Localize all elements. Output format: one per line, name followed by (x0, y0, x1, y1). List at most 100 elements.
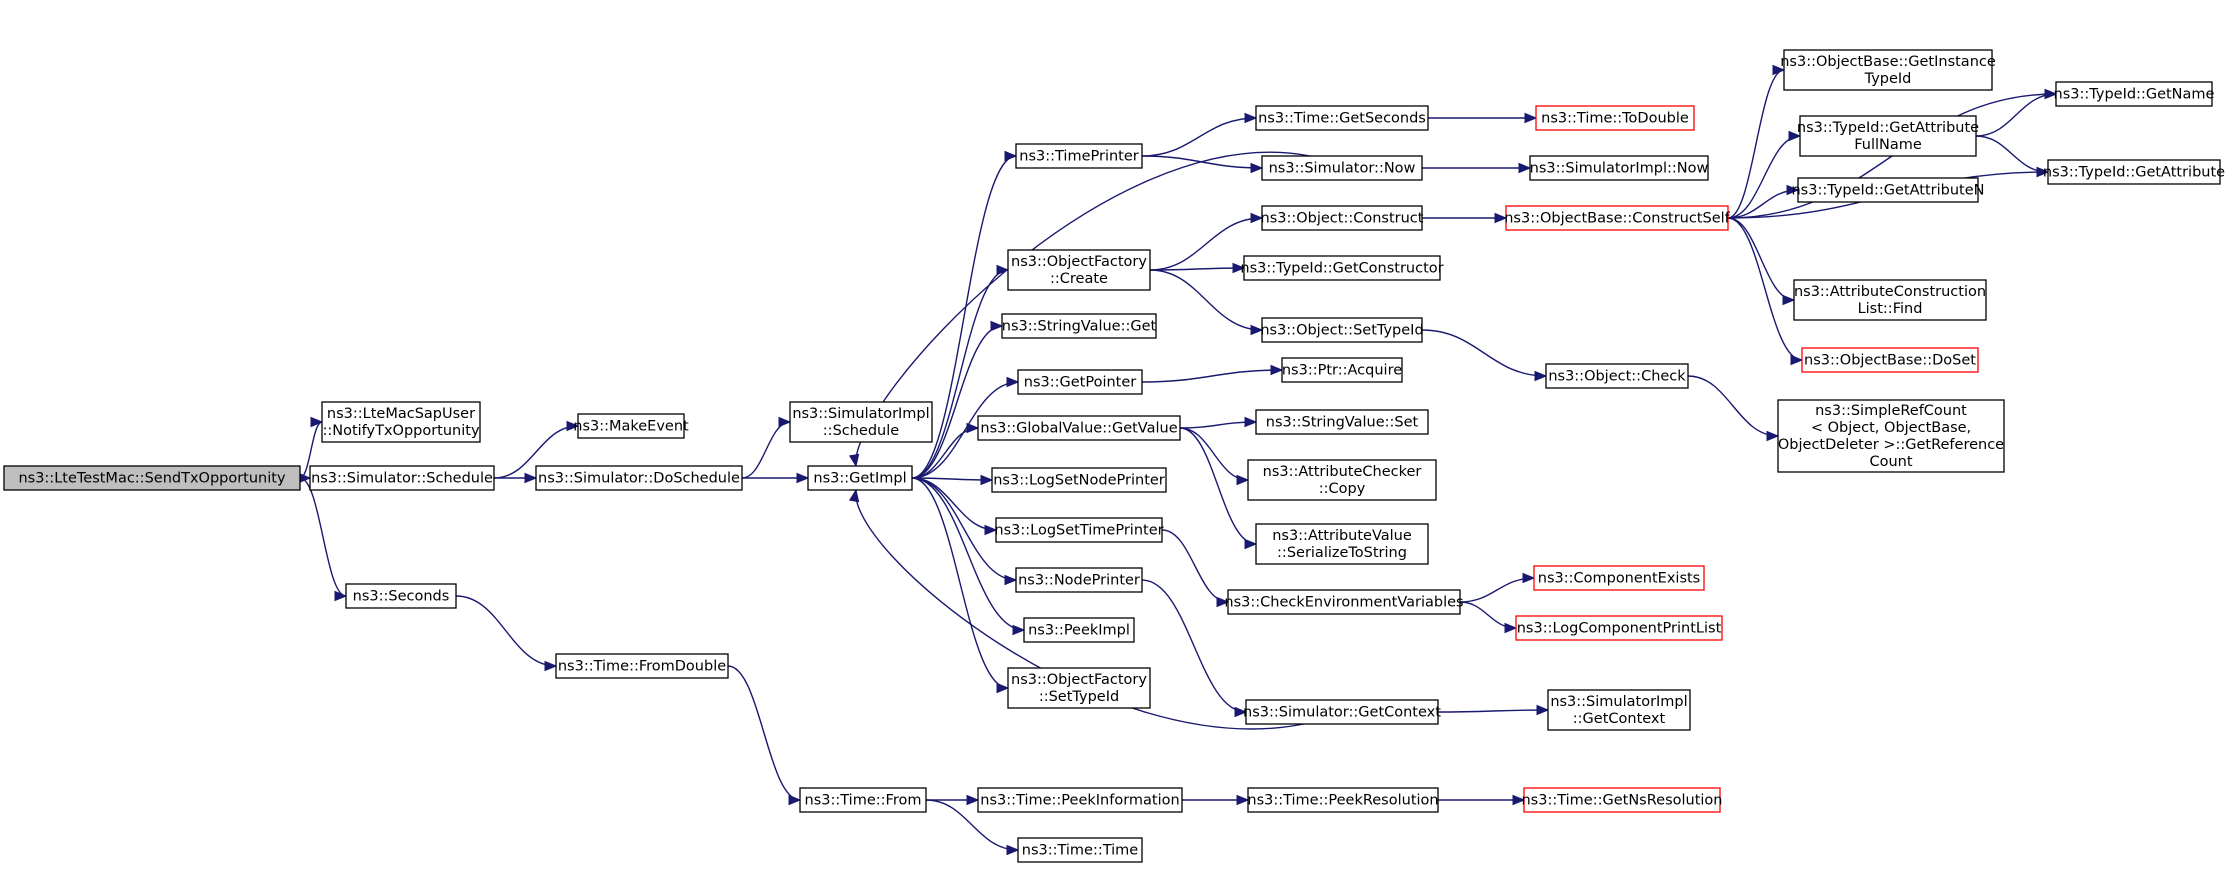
node-ns3-seconds[interactable]: ns3::Seconds (345, 583, 457, 609)
node-ns3-simulator-now[interactable]: ns3::Simulator::Now (1261, 155, 1423, 181)
node-ns3-time-getnsresolution[interactable]: ns3::Time::GetNsResolution (1521, 787, 1723, 813)
node-ns3-nodeprinter[interactable]: ns3::NodePrinter (1015, 567, 1143, 593)
edge-line (1975, 135, 2049, 173)
node-ns3-ltemacsapuser-notifytxopportunity[interactable]: ns3::LteMacSapUser::NotifyTxOpportunity (321, 401, 481, 443)
node-box (1505, 205, 1729, 231)
node-ns3-stringvalue-set[interactable]: ns3::StringValue::Set (1255, 409, 1429, 435)
arrowhead-icon (1244, 112, 1258, 124)
node-label: ::GetContext (1573, 711, 1666, 727)
edge-n31-n40 (1727, 217, 1804, 366)
arrowhead-icon (334, 590, 348, 602)
node-label: ns3::TypeId::GetConstructor (1240, 261, 1443, 277)
node-label: ns3::ComponentExists (1538, 571, 1701, 587)
arrowhead-icon (1232, 262, 1246, 274)
node-box (1255, 409, 1429, 435)
arrowhead-icon (996, 682, 1010, 694)
node-label: ns3::PeekImpl (1028, 623, 1130, 639)
node-ns3-simulatorimpl-schedule[interactable]: ns3::SimulatorImpl::Schedule (789, 401, 933, 443)
call-edges (298, 64, 2058, 856)
node-label: ns3::ObjectBase::GetInstance (1780, 54, 1996, 70)
arrowhead-icon (1524, 112, 1538, 124)
node-ns3-object-construct[interactable]: ns3::Object::Construct (1261, 205, 1424, 231)
arrowhead-icon (544, 660, 558, 672)
edge-n22-n32 (1421, 329, 1548, 382)
node-box (977, 787, 1183, 813)
node-ns3-time-getseconds[interactable]: ns3::Time::GetSeconds (1255, 105, 1429, 131)
edge-line (911, 477, 1025, 631)
edge-line (1149, 217, 1263, 271)
edge-n12-n26 (1179, 427, 1258, 550)
node-ns3-time-todouble[interactable]: ns3::Time::ToDouble (1535, 105, 1695, 131)
node-ns3-simplerefcount-object-objectbase-objectdeleter-getreference-count[interactable]: ns3::SimpleRefCount< Object, ObjectBase,… (1777, 399, 2005, 473)
node-ns3-checkenvironmentvariables[interactable]: ns3::CheckEnvironmentVariables (1224, 589, 1464, 615)
node-box (807, 465, 913, 491)
node-ns3-ptr-acquire[interactable]: ns3::Ptr::Acquire (1281, 357, 1403, 383)
edge-line (911, 477, 1017, 581)
node-ns3-objectbase-doset[interactable]: ns3::ObjectBase::DoSet (1801, 347, 1979, 373)
edge-n7-n13 (911, 474, 994, 486)
node-ns3-simulatorimpl-getcontext[interactable]: ns3::SimulatorImpl::GetContext (1547, 689, 1691, 731)
node-label: ns3::SimpleRefCount (1815, 403, 1967, 419)
node-ns3-globalvalue-getvalue[interactable]: ns3::GlobalValue::GetValue (977, 415, 1181, 441)
node-ns3-timeprinter[interactable]: ns3::TimePrinter (1015, 143, 1143, 169)
node-label: ns3::Object::Check (1548, 369, 1686, 385)
arrowhead-icon (990, 320, 1004, 332)
node-ns3-attributevalue-serializetostring[interactable]: ns3::AttributeValue::SerializeToString (1255, 523, 1429, 565)
node-ns3-objectfactory-settypeid[interactable]: ns3::ObjectFactory::SetTypeId (1007, 667, 1151, 709)
node-ns3-objectfactory-create[interactable]: ns3::ObjectFactory::Create (1007, 249, 1151, 291)
node-ns3-time-from[interactable]: ns3::Time::From (799, 787, 927, 813)
node-box (309, 465, 495, 491)
node-ns3-time-fromdouble[interactable]: ns3::Time::FromDouble (555, 653, 729, 679)
node-ns3-time-peekinformation[interactable]: ns3::Time::PeekInformation (977, 787, 1183, 813)
edge-line (1141, 369, 1283, 383)
arrowhead-icon (1786, 184, 1800, 196)
edge-n32-n41 (1687, 375, 1780, 442)
node-box (1255, 105, 1429, 131)
node-ns3-simulatorimpl-now[interactable]: ns3::SimulatorImpl::Now (1529, 155, 1709, 181)
node-label: ns3::Ptr::Acquire (1282, 363, 1402, 379)
edge-n7-n12 (911, 422, 980, 479)
node-ns3-getpointer[interactable]: ns3::GetPointer (1017, 369, 1143, 395)
node-ns3-object-settypeid[interactable]: ns3::Object::SetTypeId (1260, 317, 1424, 343)
node-box (1799, 115, 1977, 157)
node-ns3-typeid-getattribute[interactable]: ns3::TypeId::GetAttribute (2043, 159, 2225, 185)
node-ns3-time-time[interactable]: ns3::Time::Time (1017, 837, 1143, 863)
node-ns3-componentexists[interactable]: ns3::ComponentExists (1533, 565, 1705, 591)
edge-line (855, 489, 1304, 730)
arrowhead-icon (1006, 844, 1020, 856)
node-ns3-simulator-getcontext[interactable]: ns3::Simulator::GetContext (1243, 699, 1441, 725)
edge-n46-n48 (1182, 794, 1250, 806)
node-label: < Object, ObjectBase, (1811, 420, 1971, 436)
arrowhead-icon (1004, 574, 1018, 586)
node-ns3-logsettimeprinter[interactable]: ns3::LogSetTimePrinter (994, 517, 1164, 543)
node-ns3-peekimpl[interactable]: ns3::PeekImpl (1023, 617, 1135, 643)
node-box (1247, 787, 1439, 813)
node-ns3-getimpl[interactable]: ns3::GetImpl (807, 465, 913, 491)
node-ns3-ltetestmac-sendtxopportunity[interactable]: ns3::LteTestMac::SendTxOpportunity (3, 465, 301, 491)
edge-n31-n37 (1727, 130, 1802, 219)
node-ns3-time-peekresolution[interactable]: ns3::Time::PeekResolution (1247, 787, 1439, 813)
node-label: ns3::MakeEvent (573, 419, 689, 435)
node-ns3-attributechecker-copy[interactable]: ns3::AttributeChecker::Copy (1247, 459, 1437, 501)
node-ns3-typeid-getconstructor[interactable]: ns3::TypeId::GetConstructor (1240, 255, 1444, 281)
node-ns3-stringvalue-get[interactable]: ns3::StringValue::Get (1001, 313, 1157, 339)
node-ns3-objectbase-constructself[interactable]: ns3::ObjectBase::ConstructSelf (1504, 205, 1731, 231)
node-label: ns3::GetImpl (813, 471, 906, 487)
node-label: ::SerializeToString (1277, 545, 1407, 561)
node-ns3-typeid-getattributen[interactable]: ns3::TypeId::GetAttributeN (1791, 177, 1985, 203)
edge-n31-n38 (1727, 184, 1800, 219)
node-label: List::Find (1858, 301, 1923, 317)
edge-n31-n36 (1727, 64, 1786, 219)
node-ns3-makeevent[interactable]: ns3::MakeEvent (573, 413, 689, 439)
node-box (1007, 249, 1151, 291)
node-ns3-simulator-doschedule[interactable]: ns3::Simulator::DoSchedule (535, 465, 743, 491)
node-ns3-typeid-getname[interactable]: ns3::TypeId::GetName (2054, 81, 2215, 107)
node-ns3-object-check[interactable]: ns3::Object::Check (1545, 363, 1689, 389)
node-ns3-logcomponentprintlist[interactable]: ns3::LogComponentPrintList (1515, 615, 1723, 641)
node-ns3-logsetnodeprinter[interactable]: ns3::LogSetNodePrinter (991, 467, 1167, 493)
node-ns3-simulator-schedule[interactable]: ns3::Simulator::Schedule (309, 465, 495, 491)
node-label: ns3::TimePrinter (1019, 149, 1139, 165)
